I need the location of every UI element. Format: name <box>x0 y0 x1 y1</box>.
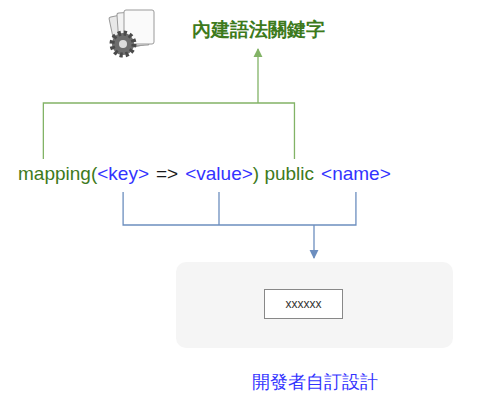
keyword-arrow <box>257 49 258 103</box>
settings-icon <box>109 10 154 55</box>
input-text: xxxxxx <box>265 290 342 318</box>
custom-arrow <box>313 225 314 258</box>
keyword-heading: 內建語法關鍵字 <box>192 18 325 41</box>
custom-bracket <box>123 192 356 225</box>
code-token: => <box>156 163 178 186</box>
code-token: ) public <box>253 163 314 186</box>
code-token: <key> <box>97 163 149 186</box>
code-token: <name> <box>321 163 391 186</box>
code-token: <value> <box>185 163 253 186</box>
developer-panel: 開發者自訂設計xxxxxx <box>176 262 453 348</box>
keyword-bracket <box>43 103 294 159</box>
code-token: mapping( <box>18 163 97 186</box>
custom-bracket <box>218 192 219 225</box>
panel-caption: 開發者自訂設計 <box>176 370 453 394</box>
input-box: xxxxxx <box>264 289 343 319</box>
